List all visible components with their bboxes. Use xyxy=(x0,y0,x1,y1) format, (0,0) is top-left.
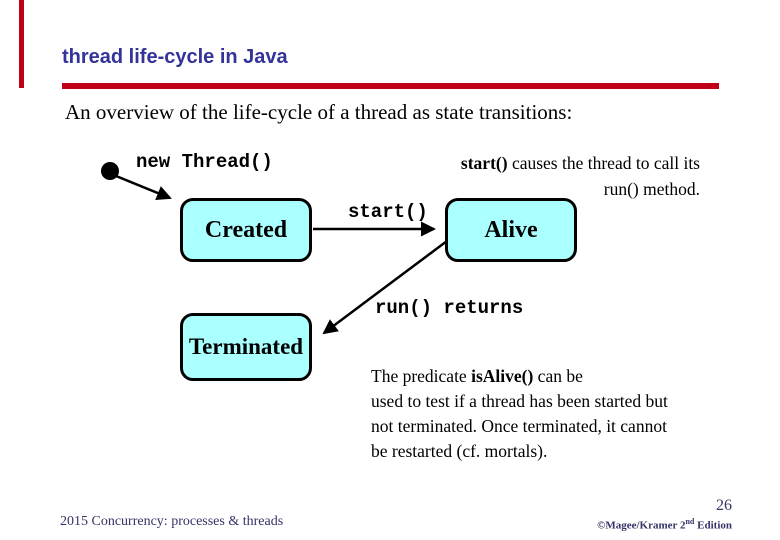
arrow-new-thread xyxy=(115,174,172,201)
state-box-alive: Alive xyxy=(445,198,577,262)
annotation-predicate-line3: not terminated. Once terminated, it cann… xyxy=(371,416,667,436)
annotation-predicate-line1: The predicate isAlive() can be xyxy=(371,366,583,386)
state-label-terminated: Terminated xyxy=(188,334,304,359)
annotation-start-line1: start() causes the thread to call its xyxy=(460,153,700,173)
intro-text: An overview of the life-cycle of a threa… xyxy=(65,100,573,124)
annotation-predicate: The predicate isAlive() can be used to t… xyxy=(371,364,731,464)
transition-label-start: start() xyxy=(348,201,428,223)
slide-title: thread life-cycle in Java xyxy=(62,46,288,68)
state-label-alive: Alive xyxy=(484,216,538,243)
annotation-start-line2: run() method. xyxy=(603,179,700,199)
arrow-run-returns xyxy=(322,239,448,335)
state-box-created: Created xyxy=(180,198,312,262)
annotation-predicate-line2: used to test if a thread has been starte… xyxy=(371,391,668,411)
footer-copyright-superscript: nd xyxy=(685,517,695,526)
transition-label-new-thread: new Thread() xyxy=(136,151,273,173)
initial-state-dot xyxy=(101,162,119,180)
annotation-predicate-line4: be restarted (cf. mortals). xyxy=(371,441,548,461)
footer-copyright: ©Magee/Kramer 2nd Edition xyxy=(597,517,732,532)
title-underline-rule xyxy=(62,83,719,89)
accent-vertical-bar xyxy=(19,0,24,88)
state-label-created: Created xyxy=(204,216,288,243)
state-box-terminated: Terminated xyxy=(180,313,312,381)
footer-course-label: 2015 Concurrency: processes & threads xyxy=(60,514,284,529)
transition-label-run-returns: run() returns xyxy=(375,297,524,319)
annotation-start: start() causes the thread to call its ru… xyxy=(418,150,700,202)
page-number: 26 xyxy=(716,497,732,514)
